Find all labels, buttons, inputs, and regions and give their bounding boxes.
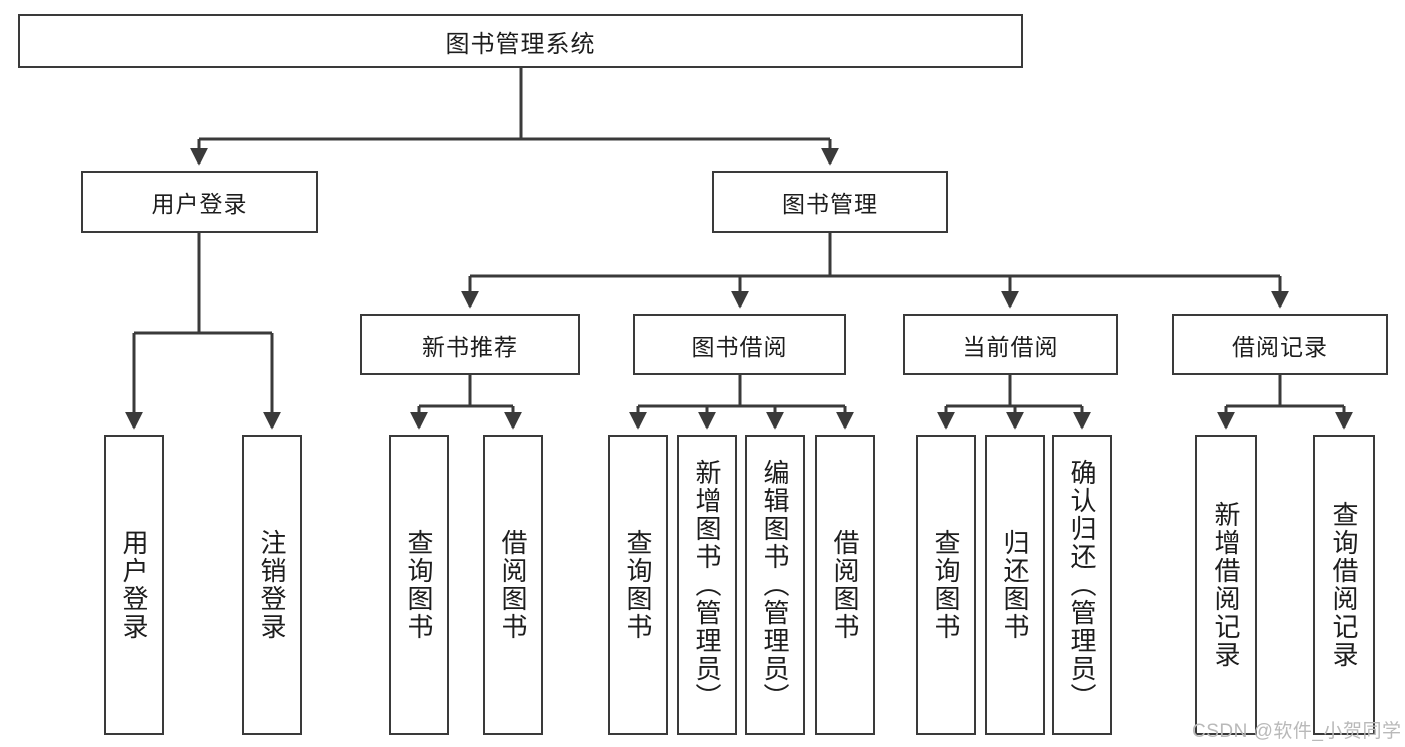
node-leaf-confirm-return-admin[interactable]: 确认归还（管理员） — [1052, 435, 1112, 735]
node-leaf-query-books-borrow[interactable]: 查询图书 — [608, 435, 668, 735]
node-leaf-return-books-label: 归还图书 — [1000, 529, 1031, 641]
node-leaf-borrow-books-recommend[interactable]: 借阅图书 — [483, 435, 543, 735]
node-leaf-user-login[interactable]: 用户登录 — [104, 435, 164, 735]
node-user-login[interactable]: 用户登录 — [81, 171, 318, 233]
node-leaf-borrow-books[interactable]: 借阅图书 — [815, 435, 875, 735]
node-user-login-label: 用户登录 — [151, 191, 248, 217]
node-current-borrow[interactable]: 当前借阅 — [903, 314, 1118, 375]
node-leaf-add-borrow-record-label: 新增借阅记录 — [1211, 501, 1242, 669]
node-root-system[interactable]: 图书管理系统 — [18, 14, 1023, 68]
node-leaf-query-books-recommend-label: 查询图书 — [404, 529, 435, 641]
node-new-book-recommend[interactable]: 新书推荐 — [360, 314, 580, 375]
node-leaf-edit-book-admin-label: 编辑图书（管理员） — [760, 459, 791, 711]
node-new-book-recommend-label: 新书推荐 — [422, 333, 518, 360]
node-leaf-add-book-admin-label: 新增图书（管理员） — [692, 459, 723, 711]
node-leaf-confirm-return-admin-label: 确认归还（管理员） — [1067, 459, 1098, 711]
node-leaf-query-books-current-label: 查询图书 — [931, 529, 962, 641]
node-leaf-add-book-admin[interactable]: 新增图书（管理员） — [677, 435, 737, 735]
node-leaf-edit-book-admin[interactable]: 编辑图书（管理员） — [745, 435, 805, 735]
node-leaf-query-borrow-record-label: 查询借阅记录 — [1329, 501, 1360, 669]
node-leaf-logout[interactable]: 注销登录 — [242, 435, 302, 735]
node-root-label: 图书管理系统 — [445, 30, 596, 58]
node-leaf-query-borrow-record[interactable]: 查询借阅记录 — [1313, 435, 1375, 735]
node-book-borrow-label: 图书借阅 — [691, 333, 788, 360]
node-leaf-add-borrow-record[interactable]: 新增借阅记录 — [1195, 435, 1257, 735]
node-borrow-record[interactable]: 借阅记录 — [1172, 314, 1388, 375]
node-leaf-query-books-current[interactable]: 查询图书 — [916, 435, 976, 735]
node-leaf-borrow-books-recommend-label: 借阅图书 — [498, 529, 529, 641]
node-leaf-query-books-recommend[interactable]: 查询图书 — [389, 435, 449, 735]
node-leaf-user-login-label: 用户登录 — [119, 529, 150, 641]
node-book-management-label: 图书管理 — [782, 191, 878, 217]
node-book-management[interactable]: 图书管理 — [712, 171, 948, 233]
node-leaf-borrow-books-label: 借阅图书 — [830, 529, 861, 641]
node-borrow-record-label: 借阅记录 — [1232, 333, 1328, 360]
node-leaf-query-books-borrow-label: 查询图书 — [623, 529, 654, 641]
csdn-watermark: CSDN @软件_小贺同学 — [1192, 721, 1402, 742]
node-current-borrow-label: 当前借阅 — [962, 333, 1059, 360]
node-book-borrow[interactable]: 图书借阅 — [633, 314, 846, 375]
node-leaf-logout-label: 注销登录 — [257, 529, 288, 641]
node-leaf-return-books[interactable]: 归还图书 — [985, 435, 1045, 735]
